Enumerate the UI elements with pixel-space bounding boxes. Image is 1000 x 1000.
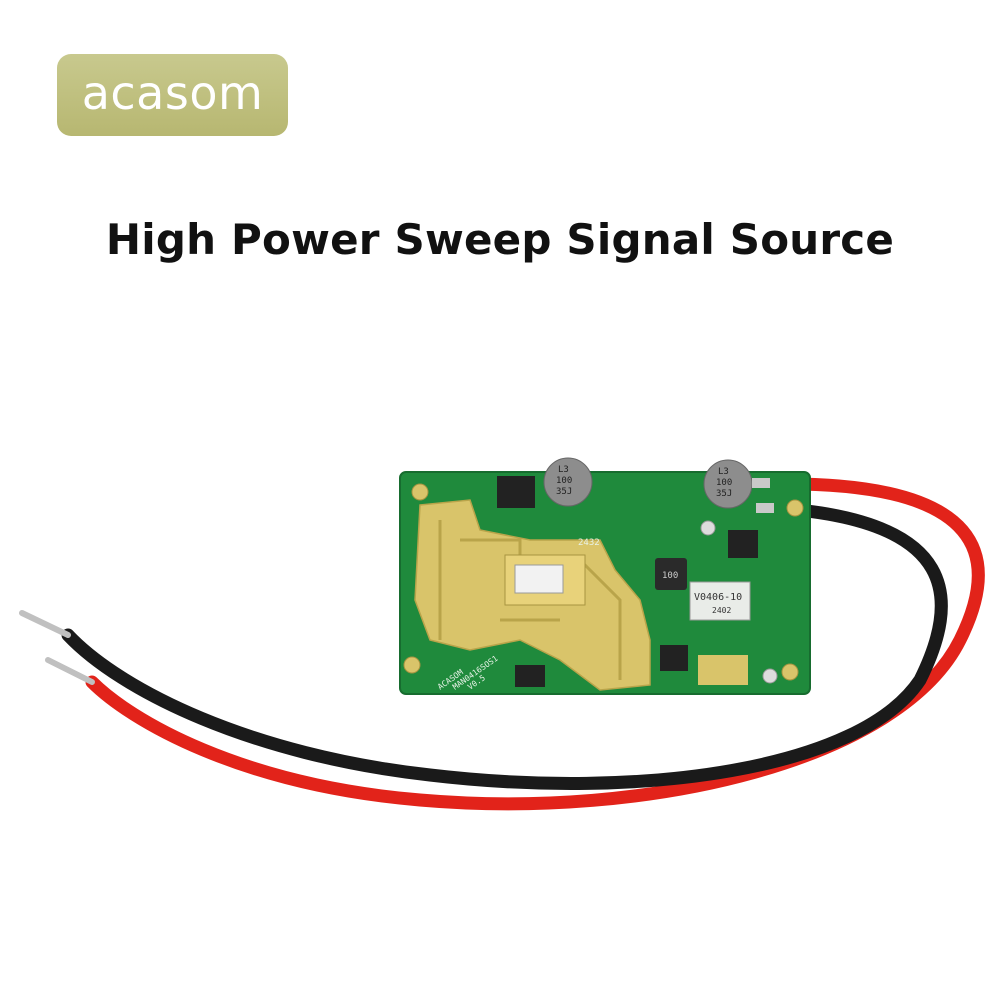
- red-wire-tip: [45, 657, 95, 685]
- trimmer-2: [762, 668, 778, 684]
- ic-right: [728, 530, 758, 558]
- svg-text:100: 100: [556, 476, 572, 486]
- inductor: [655, 558, 687, 590]
- black-wire-tip: [19, 610, 71, 638]
- svg-text:2432: 2432: [578, 538, 600, 548]
- amplifier-chip: [514, 564, 564, 594]
- mount-hole-tr: [786, 499, 804, 517]
- svg-text:35J: 35J: [556, 487, 572, 497]
- svg-text:2402: 2402: [712, 606, 731, 615]
- svg-text:V0406-10: V0406-10: [694, 592, 742, 603]
- gold-pad-right: [698, 655, 748, 685]
- pcb-board: L3 100 35J L3 100 35J 100 V0406-10 2402 …: [399, 457, 811, 695]
- ic-bottom-left: [515, 665, 545, 687]
- capacitor-right: L3 100 35J: [703, 459, 753, 509]
- svg-text:100: 100: [716, 478, 732, 488]
- svg-text:L3: L3: [558, 465, 569, 475]
- product-photo: L3 100 35J L3 100 35J 100 V0406-10 2402 …: [19, 457, 985, 811]
- brand-logo-text: acasom: [81, 66, 264, 120]
- svg-text:35J: 35J: [716, 489, 732, 499]
- mount-hole-bl: [403, 656, 421, 674]
- svg-text:100: 100: [662, 571, 678, 581]
- page-title: High Power Sweep Signal Source: [105, 215, 895, 264]
- trimmer-1: [700, 520, 716, 536]
- svg-text:L3: L3: [718, 467, 729, 477]
- mount-hole-br: [781, 663, 799, 681]
- capacitor-left: L3 100 35J: [543, 457, 593, 507]
- brand-logo-badge: acasom: [57, 54, 288, 136]
- regulator-ic: [497, 476, 535, 508]
- ic-bottom: [660, 645, 688, 671]
- mount-hole-tl: [411, 483, 429, 501]
- vco-module: [689, 581, 751, 621]
- black-wire: [61, 501, 948, 790]
- power-wires: [19, 477, 985, 811]
